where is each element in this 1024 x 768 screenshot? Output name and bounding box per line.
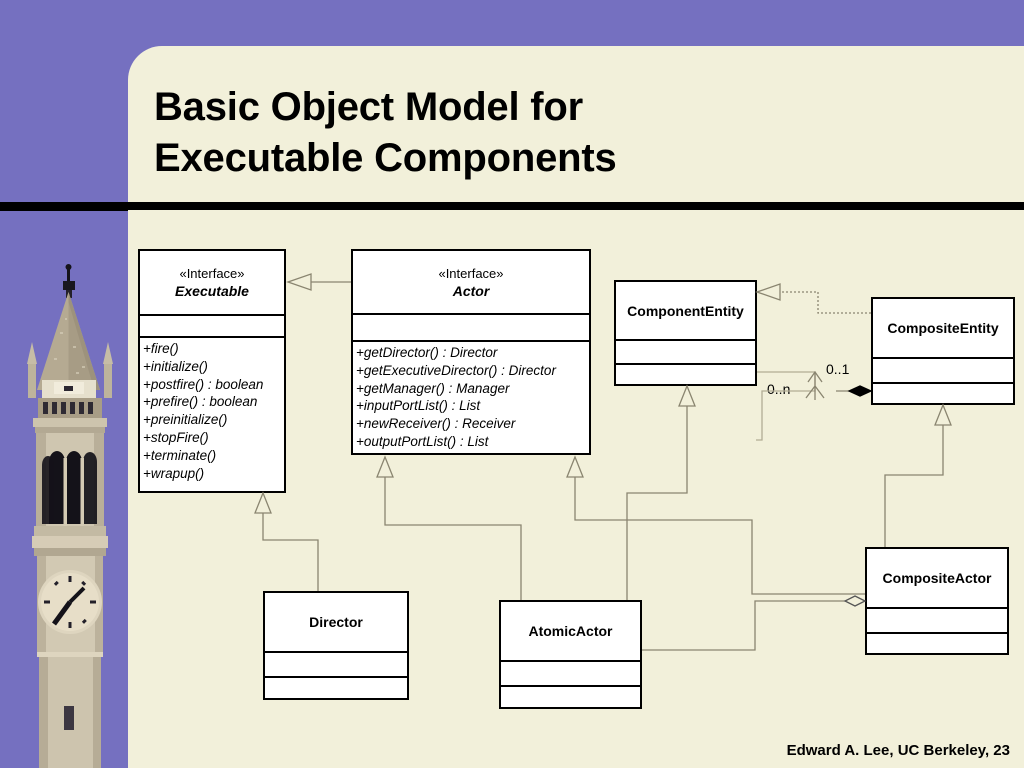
- operation-row: +getDirector() : Director: [356, 345, 498, 360]
- compositeactor-name: CompositeActor: [882, 570, 992, 586]
- atomicactor-operations: [501, 685, 640, 711]
- slide-footer: Edward A. Lee, UC Berkeley, 23: [786, 742, 1010, 759]
- operation-row: +fire(): [143, 341, 179, 356]
- uml-class-atomicactor[interactable]: AtomicActor: [499, 600, 642, 709]
- multiplicity-0-n: 0..n: [767, 381, 791, 397]
- uml-class-compositeactor[interactable]: CompositeActor: [865, 547, 1009, 655]
- operation-row: +terminate(): [143, 447, 217, 463]
- componententity-attributes: [616, 339, 755, 363]
- componententity-header: ComponentEntity: [616, 282, 755, 339]
- footer-divider: [128, 760, 1024, 763]
- uml-class-executable[interactable]: «Interface» Executable +fire() +initiali…: [138, 249, 286, 493]
- compositeentity-header: CompositeEntity: [873, 299, 1013, 357]
- operation-row: +getManager() : Manager: [356, 380, 510, 396]
- operation-row: +initialize(): [143, 358, 208, 374]
- director-name: Director: [309, 614, 363, 630]
- operation-row: +preinitialize(): [143, 412, 228, 428]
- page-title: Basic Object Model for Executable Compon…: [154, 82, 854, 184]
- operation-row: +inputPortList() : List: [356, 398, 481, 414]
- operation-row: +newReceiver() : Receiver: [356, 416, 516, 432]
- title-divider-rule: [0, 202, 1024, 211]
- operation-row: +wrapup(): [143, 465, 205, 481]
- executable-stereotype: «Interface»: [179, 266, 245, 281]
- title-line-2: Executable Components: [154, 136, 617, 181]
- atomicactor-name: AtomicActor: [528, 623, 613, 639]
- uml-class-compositeentity[interactable]: CompositeEntity: [871, 297, 1015, 405]
- campanile-tower-image: [27, 264, 113, 768]
- actor-attributes: [353, 313, 589, 340]
- multiplicity-0-1: 0..1: [826, 361, 850, 377]
- director-header: Director: [265, 593, 407, 651]
- componententity-operations: [616, 363, 755, 388]
- executable-operations: +fire() +initialize() +postfire() : bool…: [140, 336, 284, 491]
- director-operations: [265, 676, 407, 702]
- compositeentity-attributes: [873, 357, 1013, 382]
- actor-name: Actor: [452, 282, 490, 299]
- compositeentity-operations: [873, 382, 1013, 407]
- executable-name: Executable: [175, 283, 249, 299]
- operation-row: +postfire() : boolean: [143, 376, 264, 392]
- uml-class-actor[interactable]: «Interface» Actor +getDirector() : Direc…: [351, 249, 591, 455]
- actor-header: «Interface» Actor: [353, 251, 589, 313]
- compositeactor-operations: [867, 632, 1007, 657]
- operation-row: +getExecutiveDirector() : Director: [356, 362, 556, 378]
- executable-attributes: [140, 314, 284, 336]
- operation-row: +prefire() : boolean: [143, 394, 258, 410]
- atomicactor-header: AtomicActor: [501, 602, 640, 660]
- compositeactor-header: CompositeActor: [867, 549, 1007, 607]
- executable-header: «Interface» Executable: [140, 251, 284, 314]
- operation-row: +stopFire(): [143, 430, 209, 446]
- compositeactor-attributes: [867, 607, 1007, 632]
- actor-operations: +getDirector() : Director +getExecutiveD…: [353, 340, 589, 453]
- componententity-name: ComponentEntity: [627, 302, 744, 319]
- director-attributes: [265, 651, 407, 676]
- actor-stereotype: «Interface»: [438, 265, 504, 281]
- operation-row: +outputPortList() : List: [356, 434, 489, 450]
- atomicactor-attributes: [501, 660, 640, 685]
- uml-class-director[interactable]: Director: [263, 591, 409, 700]
- title-line-1: Basic Object Model for: [154, 85, 584, 129]
- compositeentity-name: CompositeEntity: [887, 320, 999, 336]
- uml-class-componententity[interactable]: ComponentEntity: [614, 280, 757, 386]
